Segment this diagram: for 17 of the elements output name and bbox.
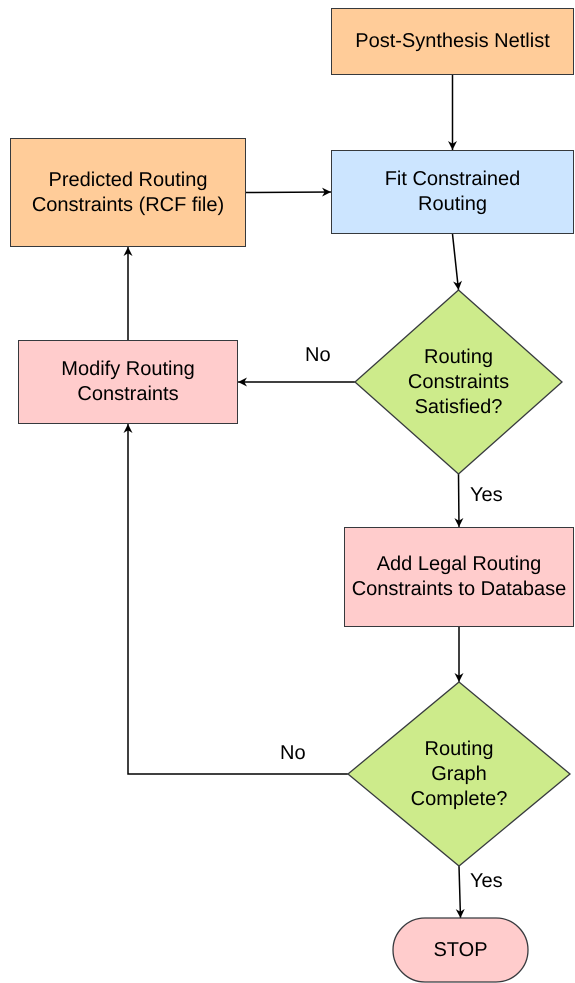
input-box: Post-Synthesis Netlist bbox=[331, 8, 574, 75]
decision-diamond: Routing Constraints Satisfied? bbox=[355, 290, 562, 474]
process-box: Add Legal Routing Constraints to Database bbox=[344, 527, 574, 627]
terminal-pill: STOP bbox=[393, 918, 528, 982]
arrow bbox=[124, 247, 132, 340]
decision-diamond: Routing Graph Complete? bbox=[348, 682, 570, 866]
arrow bbox=[238, 378, 355, 386]
arrow bbox=[124, 424, 348, 775]
input-box: Predicted Routing Constraints (RCF file) bbox=[10, 138, 246, 247]
arrow bbox=[448, 75, 457, 150]
arrow bbox=[456, 866, 465, 918]
arrow bbox=[246, 188, 331, 197]
arrow bbox=[454, 474, 464, 527]
arrow bbox=[454, 627, 464, 682]
process-box: Fit Constrained Routing bbox=[331, 150, 574, 234]
process-box: Modify Routing Constraints bbox=[18, 340, 238, 424]
arrow bbox=[452, 234, 462, 290]
